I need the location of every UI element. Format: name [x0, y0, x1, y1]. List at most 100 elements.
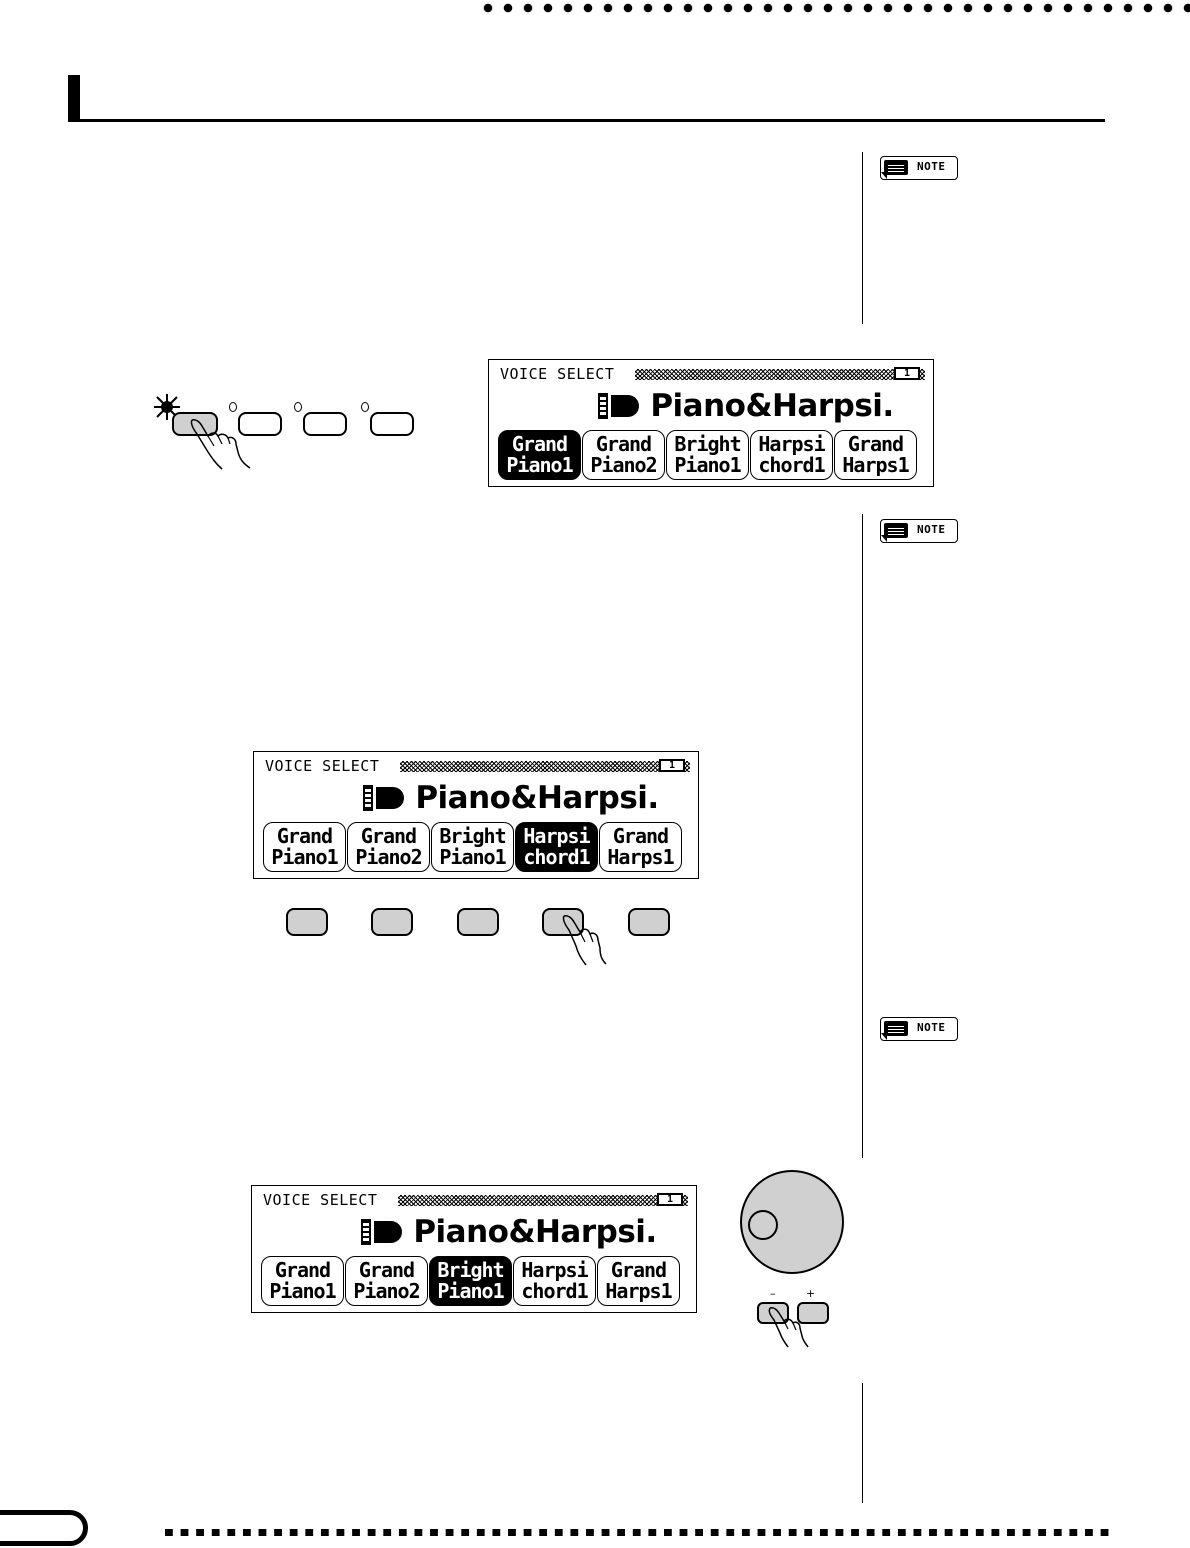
- voice-line2: Harps1: [842, 453, 909, 477]
- voice-group-button-4[interactable]: [370, 412, 414, 436]
- voice-line2: Harps1: [605, 1279, 672, 1303]
- margin-separator: [862, 152, 863, 324]
- voice-line2: chord1: [758, 453, 825, 477]
- piano-icon: [596, 391, 640, 421]
- section-header-marker: [68, 75, 80, 121]
- plus-label: +: [806, 1287, 816, 1300]
- lcd-title: VOICE SELECT: [500, 365, 615, 383]
- lcd-voice-group: Piano&Harpsi.: [318, 1213, 698, 1251]
- voice-line1: Harpsi: [521, 1258, 588, 1282]
- voice-line2: Harps1: [607, 845, 674, 869]
- plus-button[interactable]: [797, 1302, 829, 1324]
- voice-line2: Piano1: [674, 453, 741, 477]
- voice-group-button-1[interactable]: [172, 412, 218, 436]
- lcd-button-2[interactable]: [371, 908, 413, 936]
- note-badge: NOTE: [880, 156, 958, 180]
- voice-line1: Grand: [360, 824, 417, 848]
- note-label: NOTE: [917, 1021, 946, 1034]
- voice-line2: Piano2: [355, 845, 422, 869]
- minus-label: –: [770, 1287, 776, 1300]
- voice-line2: Piano1: [269, 1279, 336, 1303]
- minus-button[interactable]: [757, 1302, 789, 1324]
- led-indicator: [229, 402, 237, 412]
- pressing-hand-icon: [768, 1307, 809, 1348]
- voice-line2: Piano1: [439, 845, 506, 869]
- voice-line1: Bright: [437, 1258, 504, 1282]
- lcd-title: VOICE SELECT: [263, 1191, 378, 1209]
- voice-line2: chord1: [523, 845, 590, 869]
- lcd-button-5[interactable]: [628, 908, 670, 936]
- voice-group-button-3[interactable]: [303, 412, 347, 436]
- pressing-hand-icon: [562, 915, 607, 966]
- section-header-rule: [68, 119, 1105, 122]
- dial-grip: [748, 1210, 778, 1240]
- voice-line1: Harpsi: [523, 824, 590, 848]
- voice-line2: Piano2: [353, 1279, 420, 1303]
- lcd-button-3[interactable]: [457, 908, 499, 936]
- lcd-page-indicator: 1: [659, 759, 685, 772]
- lcd-page-indicator: 1: [657, 1193, 683, 1206]
- top-dotted-rule: [478, 2, 1190, 14]
- voice-line1: Grand: [511, 432, 568, 456]
- led-lit-icon: [154, 394, 180, 420]
- voice-line1: Bright: [439, 824, 506, 848]
- voice-line1: Grand: [274, 1258, 331, 1282]
- speech-bubble-icon: [881, 523, 908, 542]
- voice-line1: Grand: [847, 432, 904, 456]
- led-indicator: [361, 402, 369, 412]
- voice-line1: Bright: [674, 432, 741, 456]
- margin-separator: [862, 1383, 863, 1503]
- led-indicator: [294, 402, 302, 412]
- lcd-voice-group: Piano&Harpsi.: [555, 387, 935, 425]
- speech-bubble-icon: [881, 1021, 908, 1040]
- note-badge: NOTE: [880, 1017, 958, 1041]
- voice-line2: Piano1: [506, 453, 573, 477]
- piano-icon: [359, 1217, 403, 1247]
- voice-line1: Grand: [595, 432, 652, 456]
- pressing-hand-icon: [190, 419, 251, 470]
- voice-line1: Grand: [610, 1258, 667, 1282]
- lcd-voice-group: Piano&Harpsi.: [320, 779, 700, 817]
- lcd-title: VOICE SELECT: [265, 757, 380, 775]
- note-label: NOTE: [917, 160, 946, 173]
- data-dial[interactable]: [740, 1170, 844, 1274]
- lcd-title-hatch: [398, 1195, 688, 1206]
- speech-bubble-icon: [881, 160, 908, 179]
- voice-group-name: Piano&Harpsi.: [413, 1214, 657, 1250]
- lcd-button-1[interactable]: [286, 908, 328, 936]
- lcd-button-4[interactable]: [542, 908, 584, 936]
- voice-line2: Piano2: [590, 453, 657, 477]
- voice-group-button-2[interactable]: [238, 412, 282, 436]
- voice-group-name: Piano&Harpsi.: [650, 388, 894, 424]
- voice-line2: chord1: [521, 1279, 588, 1303]
- page-number-tab: [0, 1510, 88, 1546]
- voice-group-name: Piano&Harpsi.: [415, 780, 659, 816]
- note-label: NOTE: [917, 523, 946, 536]
- voice-line1: Grand: [358, 1258, 415, 1282]
- margin-separator: [862, 514, 863, 1158]
- voice-line1: Grand: [276, 824, 333, 848]
- lcd-title-hatch: [635, 369, 925, 380]
- bottom-dashed-rule: [165, 1529, 1110, 1536]
